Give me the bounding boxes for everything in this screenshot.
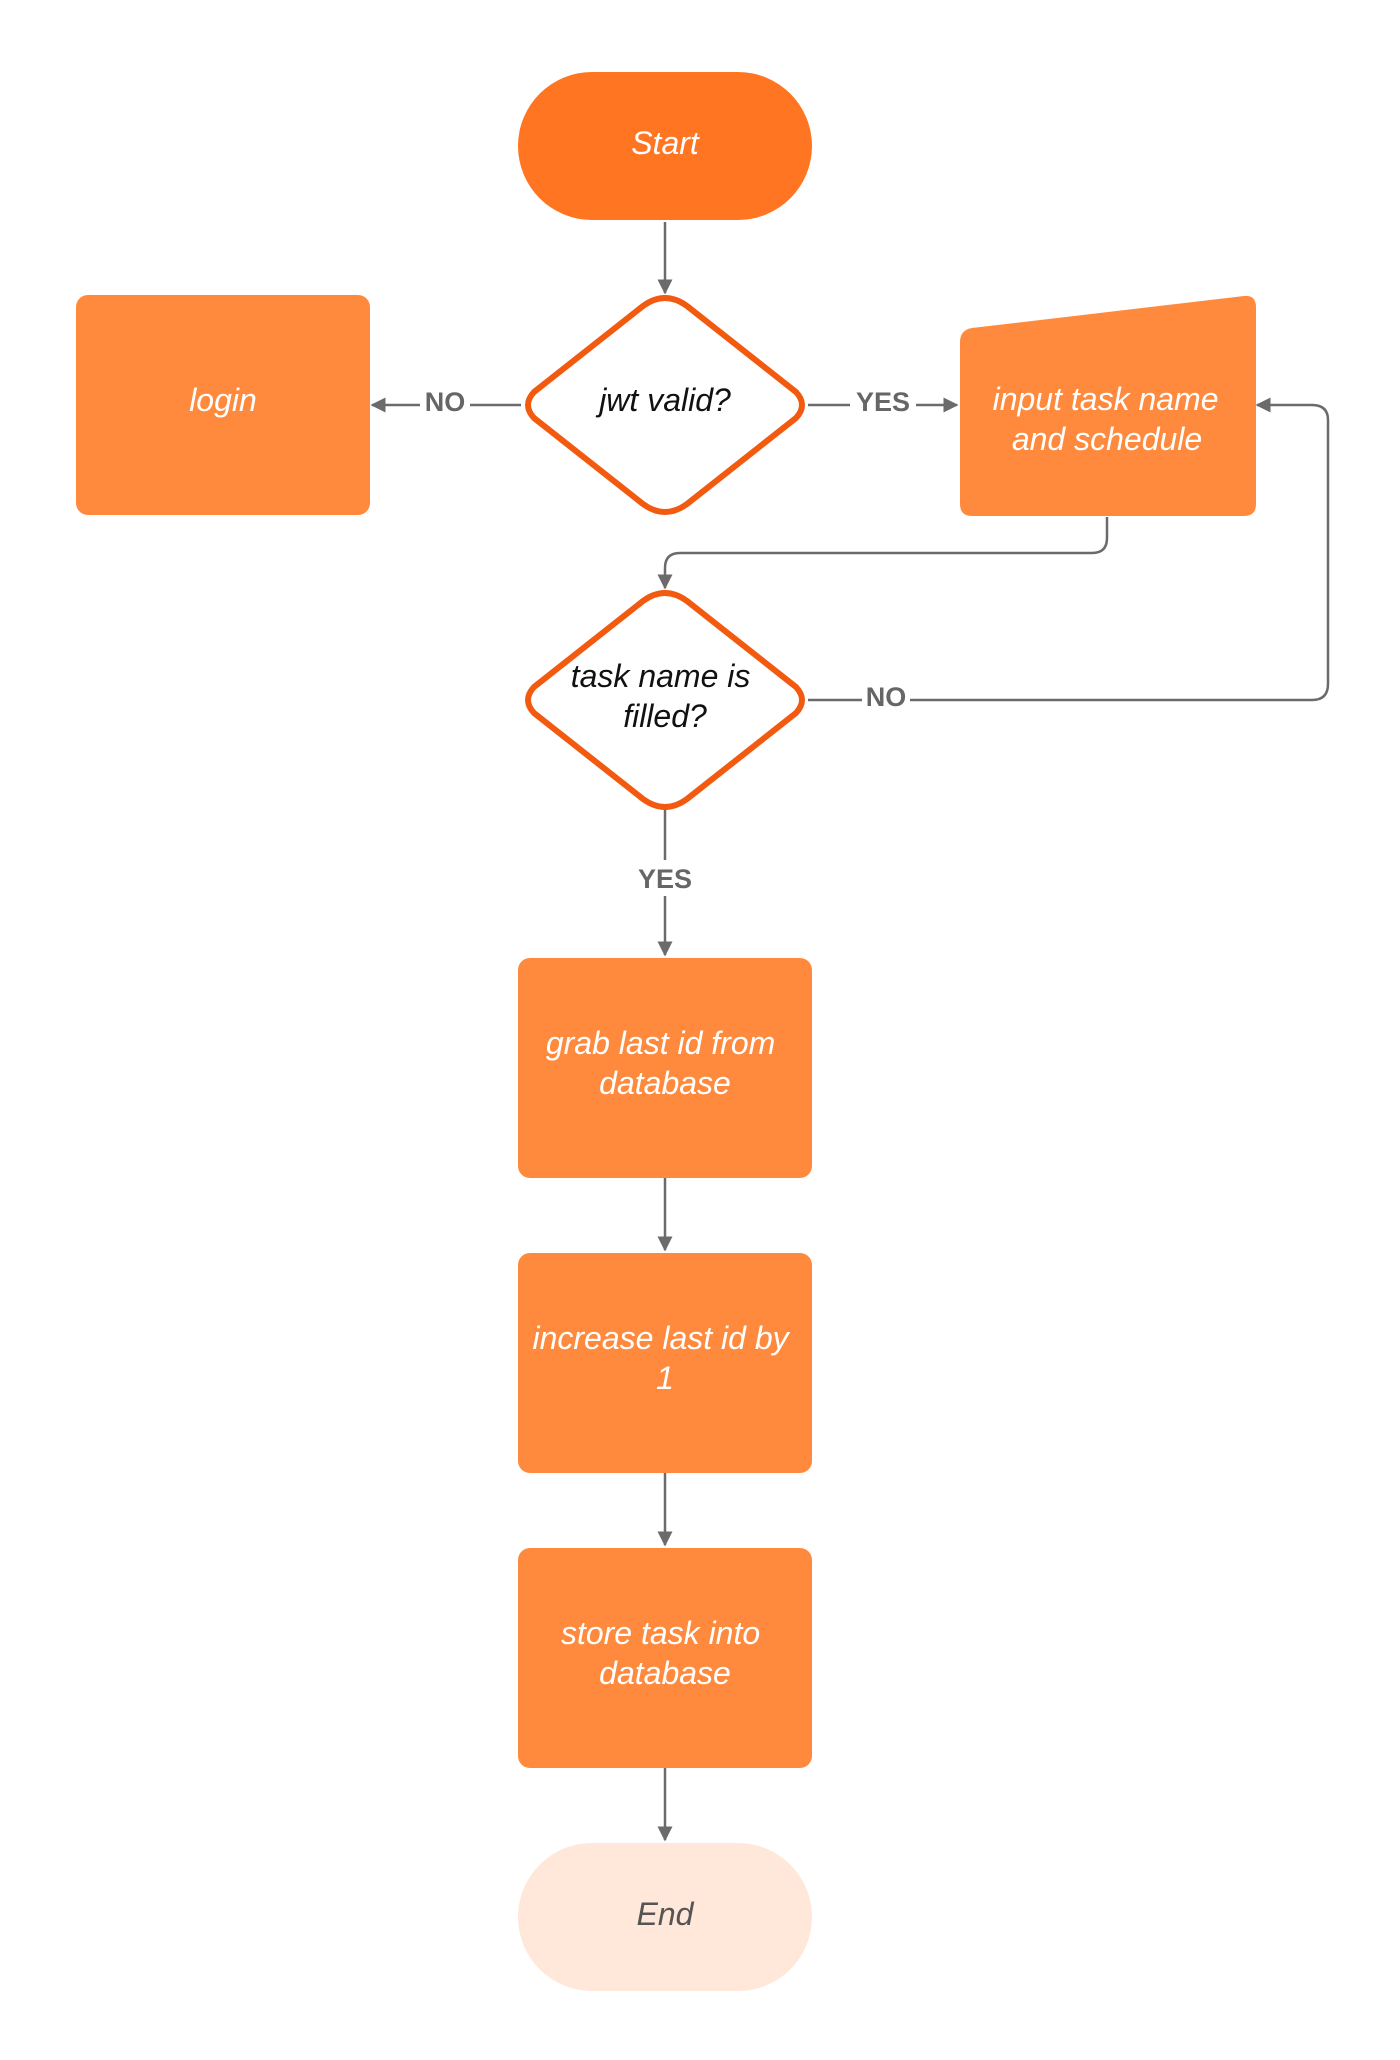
edge-label-filled-yes: YES bbox=[638, 864, 692, 894]
edge-label-filled-no: NO bbox=[866, 682, 907, 712]
edge-label-backgrounds bbox=[420, 385, 916, 896]
input-task-label-line1: input task name bbox=[993, 381, 1219, 417]
jwt-valid-label: jwt valid? bbox=[595, 382, 731, 418]
login-label: login bbox=[189, 382, 257, 418]
jwt-valid-decision: jwt valid? bbox=[525, 295, 805, 515]
task-filled-decision: task name is filled? bbox=[525, 590, 805, 810]
edge-label-jwt-yes: YES bbox=[856, 387, 910, 417]
increase-id-label-line1: increase last id by bbox=[532, 1320, 790, 1356]
store-task-label-line1: store task into bbox=[561, 1615, 760, 1651]
store-task-label: store task into database bbox=[561, 1615, 769, 1691]
increase-id-label: increase last id by 1 bbox=[532, 1320, 797, 1396]
input-task-label: input task name and schedule bbox=[993, 381, 1228, 457]
start-node: Start bbox=[518, 72, 812, 220]
increase-id-node: increase last id by 1 bbox=[518, 1253, 812, 1473]
grab-id-label-line1: grab last id from bbox=[546, 1025, 775, 1061]
task-filled-label-line2: filled? bbox=[623, 698, 707, 734]
task-filled-label: task name is filled? bbox=[571, 658, 760, 734]
end-node: End bbox=[518, 1843, 812, 1991]
edge-label-jwt-no: NO bbox=[425, 387, 466, 417]
grab-id-label-line2: database bbox=[599, 1065, 731, 1101]
login-node: login bbox=[76, 295, 370, 515]
grab-id-node: grab last id from database bbox=[518, 958, 812, 1178]
input-task-node: input task name and schedule bbox=[960, 295, 1256, 516]
input-task-label-line2: and schedule bbox=[1012, 421, 1202, 457]
end-label: End bbox=[637, 1896, 695, 1932]
edge-filled-no-loop bbox=[808, 397, 1330, 702]
store-task-node: store task into database bbox=[518, 1548, 812, 1768]
task-filled-label-line1: task name is bbox=[571, 658, 751, 694]
start-label: Start bbox=[631, 125, 700, 161]
store-task-label-line2: database bbox=[599, 1655, 731, 1691]
edge-input-to-filled bbox=[657, 517, 1109, 590]
increase-id-label-line2: 1 bbox=[656, 1360, 674, 1396]
grab-id-label: grab last id from database bbox=[546, 1025, 784, 1101]
